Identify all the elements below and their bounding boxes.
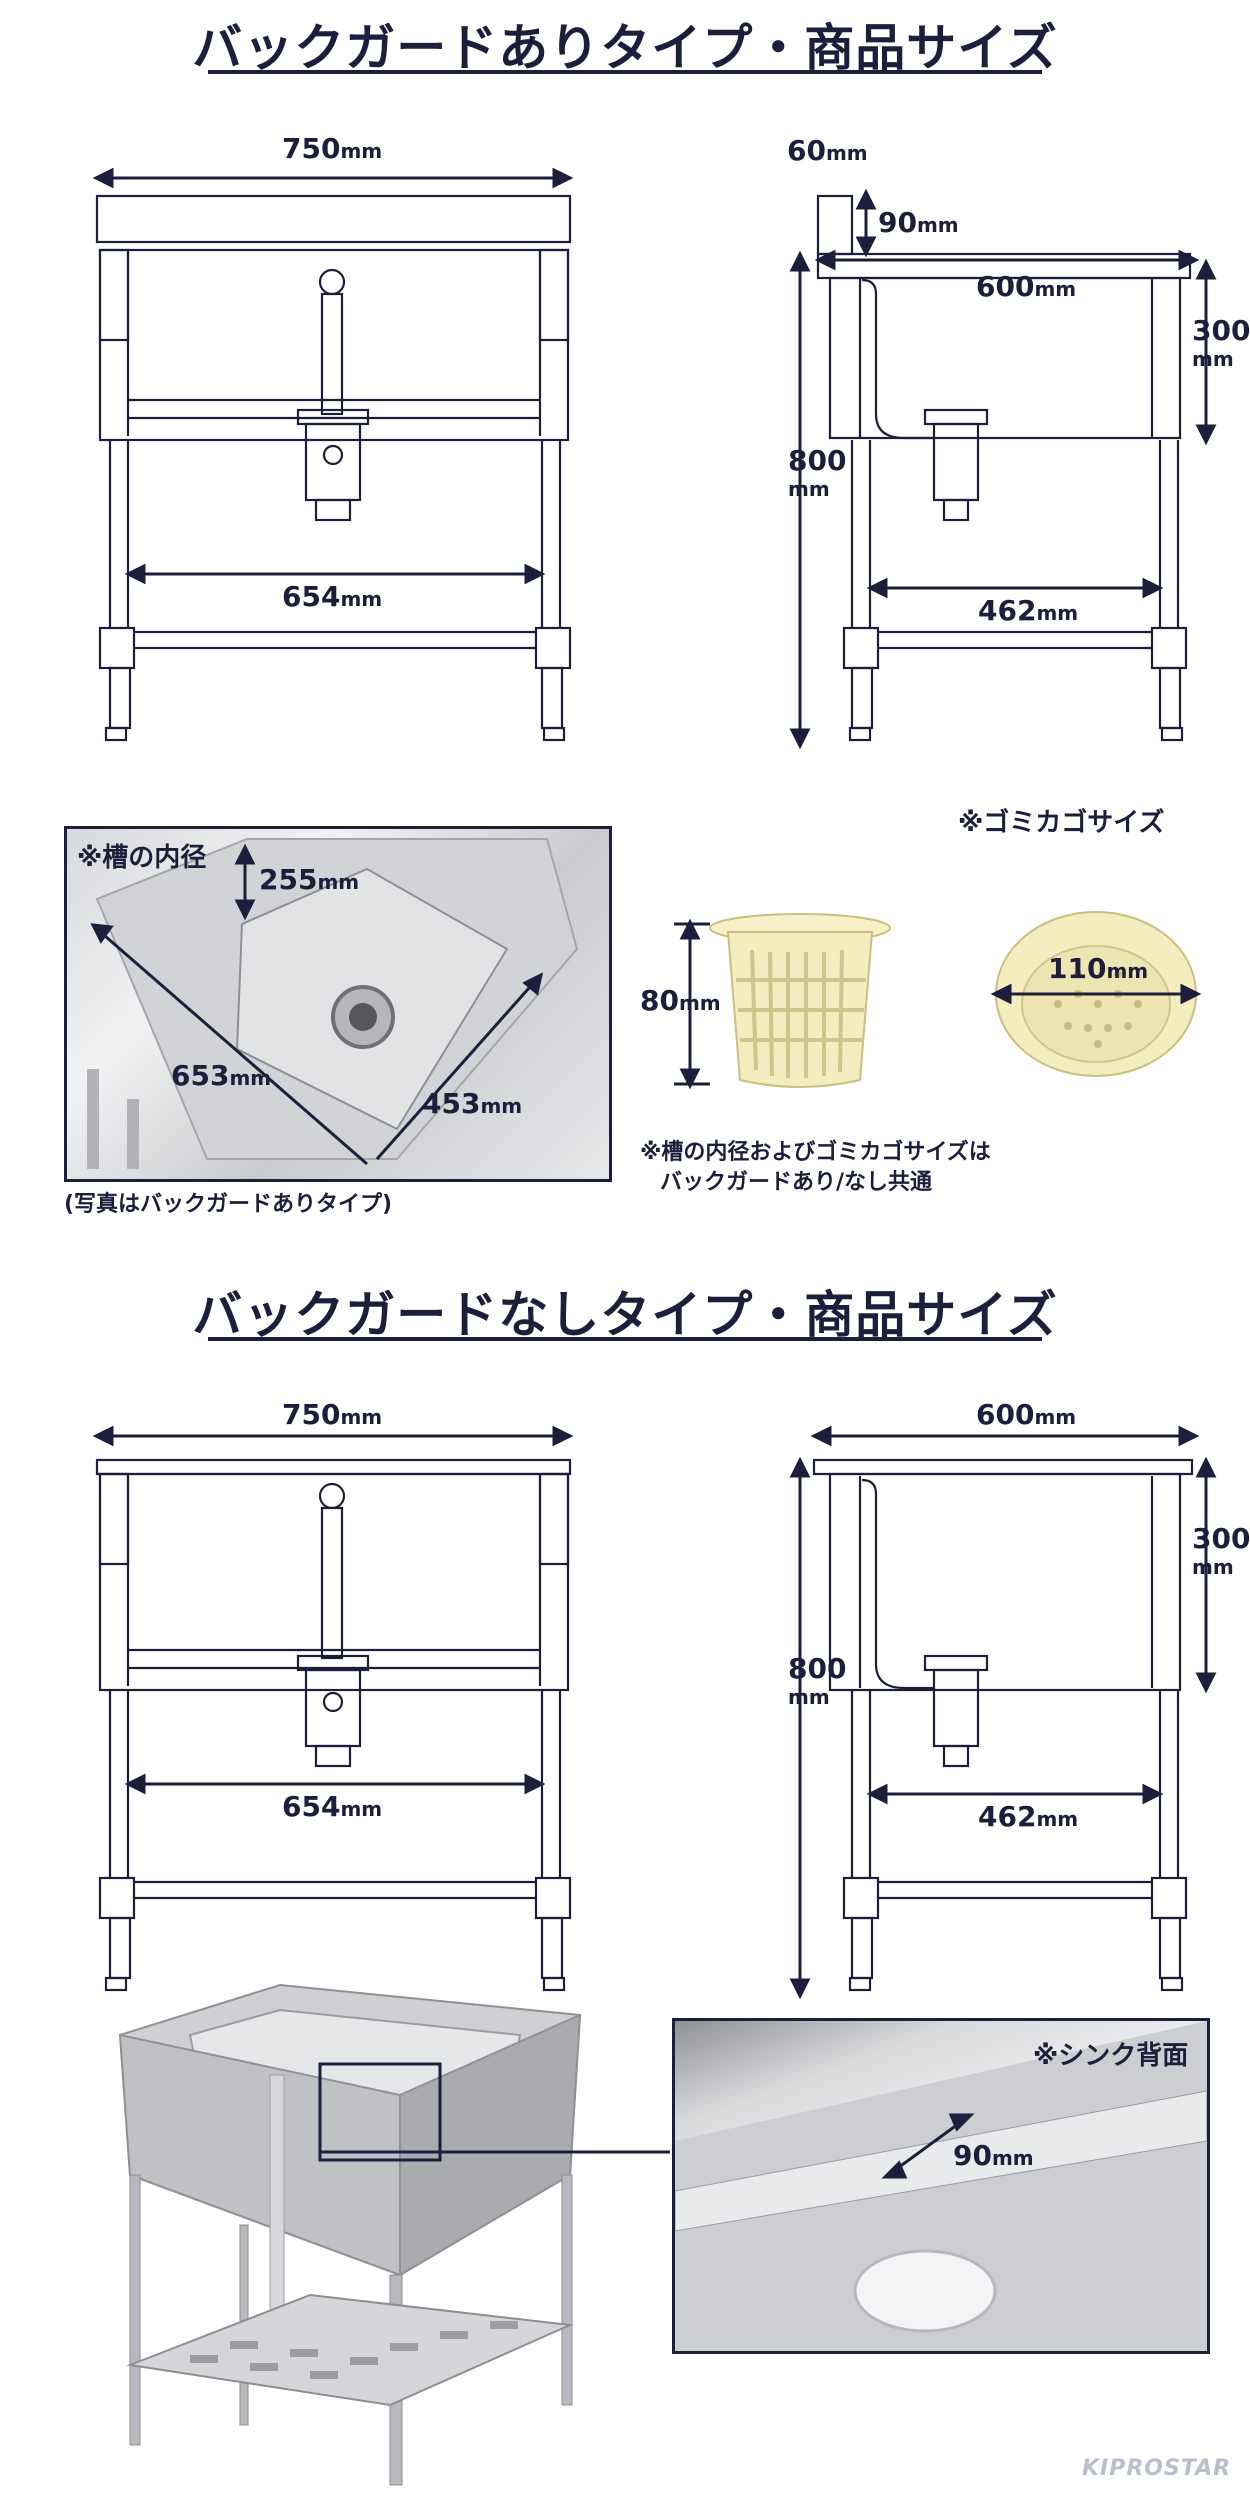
dim-back-guard: 90mm <box>953 2139 1034 2172</box>
dim-backguard-depth: 60mm <box>787 134 868 167</box>
dim-tank-width: 453mm <box>422 1087 523 1120</box>
basket-label: ※ゴミカゴサイズ <box>958 808 1165 838</box>
basket-note-line2: バックガードあり/なし共通 <box>660 1170 933 1195</box>
side-view-without-backguard <box>789 1425 1217 2000</box>
section-title-with-backguard: バックガードありタイプ・商品サイズ <box>192 19 1058 77</box>
basket-note-line1: ※槽の内径およびゴミカゴサイズは <box>640 1140 991 1165</box>
dim-top-depth: 600mm <box>976 270 1077 303</box>
sink-back-illustration <box>675 2021 1207 2351</box>
side-view-with-backguard <box>789 188 1217 750</box>
dim-basket-diameter: 110mm <box>1048 952 1149 985</box>
dim-side-inner-bottom: 462mm <box>978 1800 1079 1833</box>
section-title-without-backguard: バックガードなしタイプ・商品サイズ <box>192 1286 1058 1344</box>
basket-side-illustration <box>674 913 891 1090</box>
front-view-with-backguard <box>92 167 574 742</box>
title-underline <box>208 1337 1042 1341</box>
dim-tank-depth: 255mm <box>259 863 360 896</box>
sink-back-photo: ※シンク背面 90mm <box>672 2018 1210 2354</box>
basket-top-illustration <box>990 911 1202 1077</box>
dim-top-depth: 600mm <box>976 1398 1077 1431</box>
callout-connector <box>318 2062 670 2162</box>
dim-front-inner-bottom: 654mm <box>282 580 383 613</box>
title-underline <box>208 70 1042 74</box>
dim-front-width: 750mm <box>282 1398 383 1431</box>
dim-front-inner-bottom: 654mm <box>282 1790 383 1823</box>
dim-tank-length: 653mm <box>171 1059 272 1092</box>
sink-product-photo <box>118 1983 582 2486</box>
tank-photo-caption: (写真はバックガードありタイプ) <box>64 1192 393 1217</box>
back-photo-label: ※シンク背面 <box>1033 2041 1189 2071</box>
brand-logo: KIPROSTAR <box>1082 2456 1232 2481</box>
dim-front-width: 750mm <box>282 132 383 165</box>
tank-label: ※槽の内径 <box>77 843 207 873</box>
tank-illustration <box>87 838 579 1169</box>
dim-basket-height: 80mm <box>640 984 721 1017</box>
front-view-without-backguard <box>92 1425 574 1992</box>
dim-side-inner-bottom: 462mm <box>978 594 1079 627</box>
dim-backguard-height: 90mm <box>878 206 959 239</box>
tank-interior-photo: ※槽の内径 255mm 653mm 453mm <box>64 826 612 1182</box>
